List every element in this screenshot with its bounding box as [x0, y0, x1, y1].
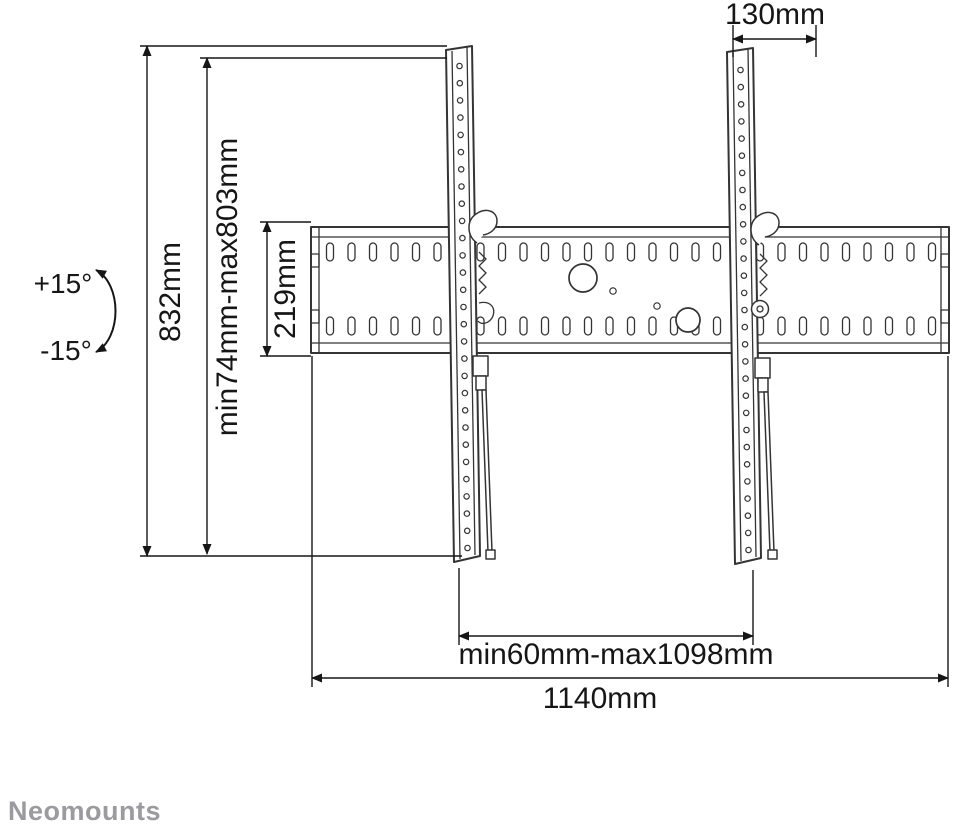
left-rail-spring — [478, 251, 487, 295]
dimension-rail-span: min60mm-max1098mm — [458, 568, 774, 671]
total-height-label: 832mm — [154, 242, 187, 342]
dimension-height-range: min74mm-max803mm — [200, 57, 447, 555]
right-rail-knob — [750, 299, 770, 319]
right-rail-top-hook — [750, 211, 780, 246]
right-rail-latch — [754, 357, 771, 379]
plate-end-tab — [940, 309, 950, 324]
right-rail-spring — [759, 253, 768, 297]
plate-large-hole — [675, 307, 701, 333]
dimension-total-height: 832mm — [140, 45, 462, 557]
left-rail-hole-column — [456, 62, 471, 552]
left-rail-latch — [475, 375, 487, 391]
tilt-up-label: +15° — [34, 268, 93, 299]
right-rail-hole-column — [737, 66, 752, 554]
left-rail-latch — [472, 355, 489, 377]
right-vertical-rail — [726, 47, 780, 565]
plate-height-label: 219mm — [269, 239, 302, 339]
plate-end-tab — [310, 309, 320, 324]
plate-slots-top-row — [325, 242, 937, 262]
plate-small-hole — [609, 287, 617, 295]
wall-plate — [310, 226, 950, 354]
tilt-arc-arrow-icon — [95, 269, 117, 353]
right-rail-latch — [757, 377, 769, 393]
height-range-label: min74mm-max803mm — [211, 138, 244, 436]
total-width-label: 1140mm — [543, 682, 658, 715]
dimension-total-width: 1140mm — [311, 356, 949, 715]
dimension-plate-height: 219mm — [260, 221, 311, 357]
dimension-top-width: 130mm — [725, 0, 825, 57]
tilt-annotation: +15° -15° — [34, 268, 117, 366]
left-rail-rod-foot — [485, 549, 496, 560]
plate-end-tab — [940, 253, 950, 268]
left-rail-lower-hook — [477, 301, 495, 325]
plate-slots-bottom-row — [325, 316, 937, 336]
tilt-down-label: -15° — [40, 335, 92, 366]
left-vertical-rail — [445, 45, 498, 563]
brand-wordmark: Neomounts — [8, 796, 161, 825]
right-rail-rod — [763, 391, 775, 553]
left-rail-rod — [481, 389, 493, 553]
plate-small-hole — [653, 302, 661, 310]
rail-span-label: min60mm-max1098mm — [458, 638, 773, 671]
right-rail-rod-foot — [767, 549, 778, 560]
plate-large-hole — [568, 263, 598, 293]
right-rail-knob-center — [756, 305, 764, 313]
left-rail-top-hook — [468, 209, 498, 244]
top-width-label: 130mm — [725, 0, 825, 31]
plate-end-tab — [310, 253, 320, 268]
